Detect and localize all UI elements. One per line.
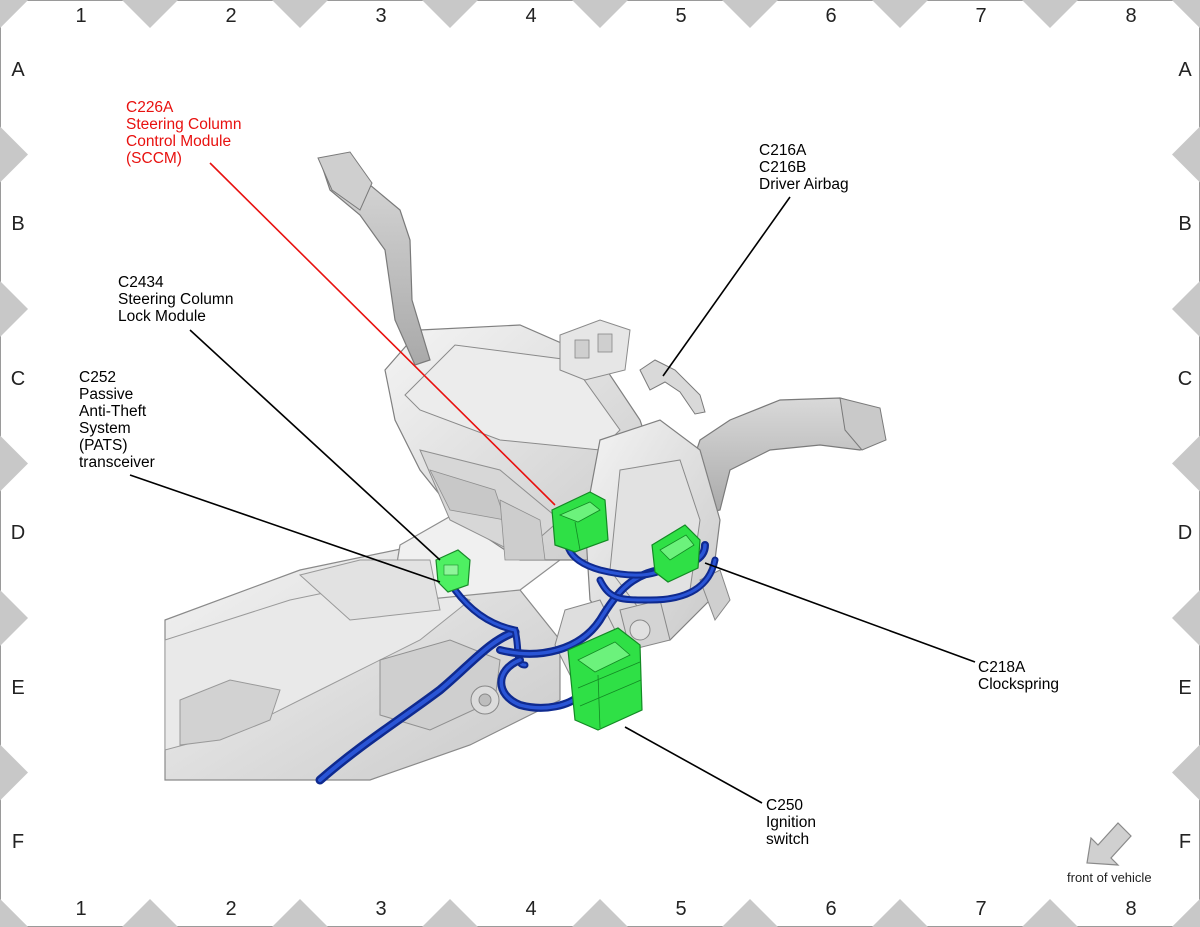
edge-marker-left bbox=[0, 0, 28, 28]
grid-column-label: 4 bbox=[525, 5, 537, 27]
callout-line: Driver Airbag bbox=[759, 176, 849, 193]
edge-marker-bottom bbox=[272, 899, 328, 927]
edge-marker-right bbox=[1172, 744, 1200, 801]
leader-line-c218a bbox=[704, 562, 976, 663]
callout-c216: C216A C216B Driver Airbag bbox=[759, 142, 849, 193]
callout-line: Anti-Theft bbox=[79, 403, 147, 420]
callout-line: System bbox=[79, 420, 131, 437]
edge-marker-bottom bbox=[872, 899, 928, 927]
grid-row-label: F bbox=[11, 831, 25, 853]
grid-row-label: A bbox=[1178, 59, 1192, 81]
callout-line: C250 bbox=[766, 797, 804, 814]
callout-line: Passive bbox=[79, 386, 134, 403]
callout-line: C216B bbox=[759, 159, 807, 176]
edge-marker-bottom bbox=[122, 899, 178, 927]
callout-line: Control Module bbox=[126, 133, 232, 150]
leader-line-c226a bbox=[209, 162, 556, 506]
leader-line-c252 bbox=[129, 474, 441, 583]
grid-row-label: B bbox=[1178, 213, 1192, 235]
edge-marker-bottom bbox=[422, 899, 478, 927]
grid-column-label: 3 bbox=[375, 898, 387, 920]
leader-line-c250 bbox=[624, 726, 763, 804]
callout-line: (SCCM) bbox=[126, 150, 182, 167]
grid-column-label: 2 bbox=[225, 5, 237, 27]
grid-row-label: B bbox=[11, 213, 25, 235]
grid-row-label: E bbox=[1178, 677, 1192, 699]
grid-column-label: 8 bbox=[1125, 898, 1137, 920]
edge-marker-top bbox=[422, 0, 478, 28]
edge-marker-right bbox=[1172, 281, 1200, 337]
callout-c2434: C2434 Steering Column Lock Module bbox=[118, 274, 233, 325]
connector-c218a bbox=[651, 524, 701, 583]
grid-column-label: 6 bbox=[825, 898, 837, 920]
edge-marker-bottom bbox=[722, 899, 778, 927]
arrow-down-left-icon bbox=[1086, 822, 1132, 866]
callout-line: (PATS) bbox=[79, 437, 128, 454]
callout-line: C252 bbox=[79, 369, 117, 386]
callout-line: C218A bbox=[978, 659, 1026, 676]
grid-row-label: F bbox=[1178, 831, 1192, 853]
grid-row-label: D bbox=[10, 522, 26, 544]
edge-marker-left bbox=[0, 744, 28, 801]
callout-line: C2434 bbox=[118, 274, 164, 291]
connector-c250 bbox=[567, 627, 643, 731]
leader-lines bbox=[129, 162, 976, 804]
grid-row-label: E bbox=[11, 677, 25, 699]
edge-marker-top bbox=[872, 0, 928, 28]
callout-c252: C252 Passive Anti-Theft System (PATS) tr… bbox=[79, 369, 155, 471]
grid-row-label: C bbox=[1177, 368, 1193, 390]
edge-marker-right bbox=[1172, 435, 1200, 492]
edge-marker-top bbox=[1022, 0, 1078, 28]
edge-marker-left bbox=[0, 590, 28, 646]
grid-row-label: D bbox=[1177, 522, 1193, 544]
grid-column-label: 3 bbox=[375, 5, 387, 27]
callout-line: Lock Module bbox=[118, 308, 206, 325]
edge-marker-top bbox=[272, 0, 328, 28]
grid-row-label: A bbox=[11, 59, 25, 81]
edge-marker-top bbox=[572, 0, 628, 28]
grid-column-label: 2 bbox=[225, 898, 237, 920]
edge-marker-left bbox=[0, 126, 28, 183]
grid-column-label: 6 bbox=[825, 5, 837, 27]
edge-marker-right bbox=[1172, 590, 1200, 646]
callout-c250: C250 Ignition switch bbox=[766, 797, 816, 848]
callout-line: Ignition bbox=[766, 814, 816, 831]
leader-line-c216 bbox=[662, 196, 791, 377]
leader-line-c2434 bbox=[189, 329, 441, 561]
steering-column-assembly bbox=[164, 151, 887, 781]
grid-column-label: 7 bbox=[975, 898, 987, 920]
callout-line: Steering Column bbox=[118, 291, 234, 308]
connector-c226a bbox=[551, 491, 609, 553]
grid-column-label: 1 bbox=[75, 5, 87, 27]
edge-marker-bottom bbox=[572, 899, 628, 927]
edge-marker-left bbox=[0, 899, 28, 927]
edge-marker-right bbox=[1172, 126, 1200, 183]
grid-column-label: 1 bbox=[75, 898, 87, 920]
edge-marker-top bbox=[122, 0, 178, 28]
edge-marker-right bbox=[1172, 0, 1200, 28]
callout-line: Steering Column bbox=[126, 116, 242, 133]
callout-c218a: C218A Clockspring bbox=[978, 659, 1059, 693]
callout-line: transceiver bbox=[79, 454, 155, 471]
grid-column-label: 4 bbox=[525, 898, 537, 920]
grid-column-label: 5 bbox=[675, 5, 687, 27]
edge-marker-top bbox=[722, 0, 778, 28]
edge-marker-bottom bbox=[1022, 899, 1078, 927]
grid-column-label: 5 bbox=[675, 898, 687, 920]
grid-row-label: C bbox=[10, 368, 26, 390]
callout-line: Clockspring bbox=[978, 676, 1059, 693]
callout-line: switch bbox=[766, 831, 810, 848]
edge-marker-left bbox=[0, 435, 28, 492]
grid-column-label: 7 bbox=[975, 5, 987, 27]
front-of-vehicle-label: front of vehicle bbox=[1067, 870, 1152, 885]
edge-marker-right bbox=[1172, 899, 1200, 927]
callout-line: C226A bbox=[126, 99, 174, 116]
callout-c226a: C226A Steering Column Control Module (SC… bbox=[126, 99, 241, 167]
edge-marker-left bbox=[0, 281, 28, 337]
grid-column-label: 8 bbox=[1125, 5, 1137, 27]
callout-line: C216A bbox=[759, 142, 807, 159]
